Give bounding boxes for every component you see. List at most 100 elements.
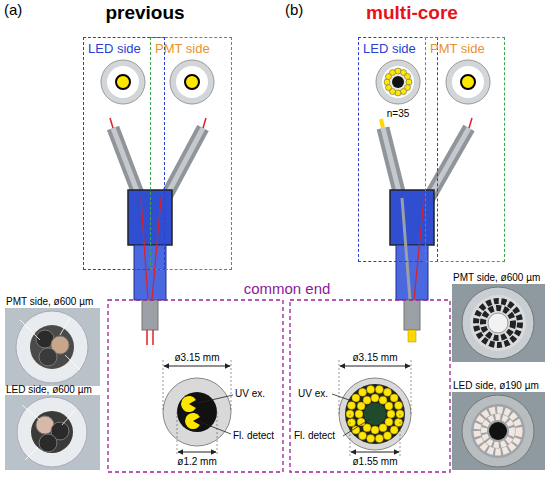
section-label: common end <box>244 281 331 298</box>
photo-background <box>5 395 100 470</box>
photo-ferrule <box>462 395 534 467</box>
excitation-fiber <box>379 396 387 404</box>
photo-caption: PMT side, ø600 µm <box>453 272 540 283</box>
photo-fiber <box>39 434 57 452</box>
fiber-core <box>401 89 407 95</box>
probe-outer <box>163 378 231 446</box>
common-end-frame <box>290 300 450 472</box>
ferrule-face <box>176 66 208 98</box>
photo-ferrule <box>16 311 88 383</box>
fiber-tip <box>381 119 383 128</box>
photo-scratch <box>22 405 75 460</box>
part-label: UV ex. <box>235 388 265 399</box>
region-label: LED side <box>88 41 141 56</box>
end-face-photo <box>5 395 100 470</box>
excitation-fiber <box>359 388 367 396</box>
leader-line <box>200 422 231 434</box>
panel-title: previous <box>105 3 184 24</box>
fiber-end-face <box>446 60 490 104</box>
pmt-side-region: PMT side <box>425 37 505 262</box>
excitation-fiber <box>385 418 393 426</box>
dimension-label: ø1.55 mm <box>352 456 397 467</box>
photo-core <box>488 313 508 333</box>
photo-background <box>452 392 545 470</box>
end-face-photo <box>452 284 545 362</box>
excitation-fiber <box>181 396 196 412</box>
photo-caption: LED side, ø190 µm <box>453 380 539 391</box>
excitation-fiber <box>384 388 392 396</box>
leader-line <box>198 395 233 403</box>
photo-fiber-ring <box>476 301 520 345</box>
panel-letter: (a) <box>4 2 22 19</box>
fiber-core <box>384 79 390 85</box>
dimension-line <box>178 452 216 453</box>
excitation-fiber <box>387 410 395 418</box>
fiber-tip <box>152 330 154 345</box>
excitation-fibers <box>346 385 404 442</box>
excitation-fiber <box>363 424 371 432</box>
excitation-fiber <box>357 402 365 410</box>
excitation-fiber <box>348 401 356 409</box>
fiber-count: n=35 <box>387 108 410 119</box>
photo-core <box>30 325 74 369</box>
cross-section <box>163 360 233 456</box>
excitation-fiber <box>390 394 398 402</box>
excitation-fiber <box>371 426 379 434</box>
detection-fiber <box>364 403 386 425</box>
extension-line <box>350 414 351 456</box>
dimension-label: ø3.15 mm <box>352 352 397 363</box>
extension-line <box>411 360 412 414</box>
connector-sleeve <box>396 245 428 300</box>
excitation-fiber <box>367 385 375 393</box>
photo-fiber-ring <box>477 410 519 452</box>
led-side-region: LED side <box>358 37 438 262</box>
end-face-photo <box>452 392 545 470</box>
excitation-fiber <box>352 394 360 402</box>
photo-scratch <box>20 318 80 370</box>
excitation-fiber <box>375 435 383 443</box>
dimension-line <box>164 366 230 367</box>
detection-fiber <box>185 413 200 429</box>
fiber-path <box>152 198 161 300</box>
fiber-core <box>116 75 130 89</box>
common-cable <box>142 300 158 330</box>
photo-ferrule <box>462 287 534 359</box>
excitation-fiber <box>390 426 398 434</box>
ferrule <box>376 60 420 104</box>
fiber-tip <box>110 118 113 128</box>
photo-background <box>452 284 545 362</box>
ferrule <box>170 60 214 104</box>
ferrule <box>101 60 145 104</box>
extension-line <box>163 360 164 412</box>
part-label: UV ex. <box>298 388 328 399</box>
end-face-photo <box>5 308 100 386</box>
fiber-tip <box>469 118 472 128</box>
bundle-area <box>384 68 412 96</box>
pmt-side-region: PMT side <box>150 37 232 270</box>
photo-core <box>489 422 507 440</box>
ferrule-face <box>107 66 139 98</box>
panel-letter: (b) <box>285 2 303 19</box>
extension-line <box>339 360 340 414</box>
excitation-fiber <box>359 432 367 440</box>
excitation-fiber <box>355 410 363 418</box>
led-side-region: LED side <box>83 37 165 270</box>
excitation-fiber <box>395 419 403 427</box>
photo-fiber <box>39 348 57 366</box>
fiber-end-face <box>101 60 145 104</box>
excitation-fiber <box>367 435 375 443</box>
photo-fiber-ring <box>483 308 513 338</box>
region-label: PMT side <box>155 41 210 56</box>
ferrule <box>446 60 490 104</box>
fiber-core <box>390 69 396 75</box>
panel-title: multi-core <box>366 3 458 24</box>
excitation-fiber <box>379 424 387 432</box>
common-cable <box>404 300 420 330</box>
excitation-fiber <box>384 432 392 440</box>
dimension-line <box>351 452 399 453</box>
excitation-fiber <box>363 396 371 404</box>
photo-fiber-ring <box>484 417 512 445</box>
fiber-core <box>185 75 199 89</box>
fiber-core <box>405 74 411 80</box>
